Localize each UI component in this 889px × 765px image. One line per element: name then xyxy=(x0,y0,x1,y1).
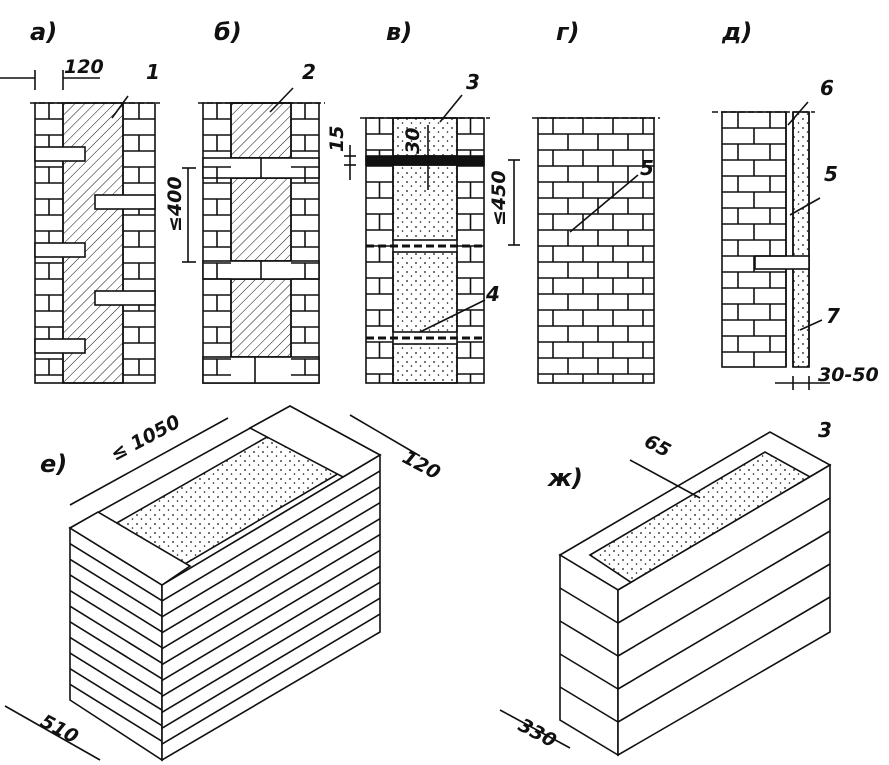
callout-6: 6 xyxy=(820,76,834,100)
callout-2: 2 xyxy=(302,60,316,84)
wall-section-a xyxy=(0,70,160,384)
section-label-d: д) xyxy=(722,18,753,46)
block-e xyxy=(4,405,421,762)
section-label-e: е) xyxy=(40,450,68,478)
wall-section-v xyxy=(344,94,520,384)
callout-7: 7 xyxy=(826,304,840,328)
section-label-a: а) xyxy=(30,18,58,46)
callout-3: 3 xyxy=(466,70,480,94)
callout-5-d: 5 xyxy=(824,162,838,186)
block-zh xyxy=(499,431,832,757)
wall-section-g xyxy=(532,117,660,384)
dim-30: 30 xyxy=(402,127,424,154)
section-label-v: в) xyxy=(386,18,413,46)
section-label-g: г) xyxy=(556,18,580,46)
callout-4: 4 xyxy=(486,282,500,306)
dim-120-a: 120 xyxy=(64,56,104,78)
callout-1: 1 xyxy=(146,60,160,84)
callout-5: 5 xyxy=(640,156,654,180)
wall-section-b xyxy=(182,87,325,384)
dim-15: 15 xyxy=(326,125,348,152)
dim-400: ≤400 xyxy=(164,176,186,232)
section-label-zh: ж) xyxy=(548,464,583,492)
section-label-b: б) xyxy=(214,18,242,46)
dim-450: ≤450 xyxy=(488,170,510,226)
callout-3-zh: 3 xyxy=(818,418,832,442)
wall-section-d xyxy=(712,101,830,390)
dim-30-50: 30-50 xyxy=(818,364,879,386)
